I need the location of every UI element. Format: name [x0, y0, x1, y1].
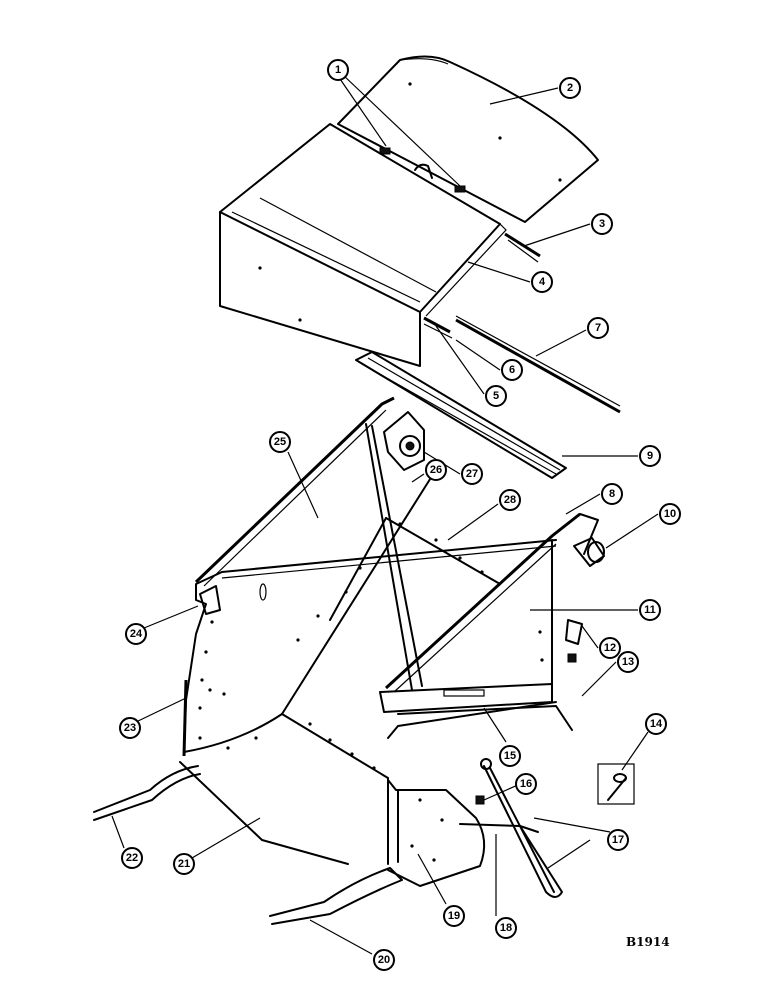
callout-8-label: 8: [609, 488, 615, 500]
callout-6: 6: [501, 359, 523, 381]
skid-part-22: [93, 765, 201, 821]
callout-20-label: 20: [378, 954, 390, 966]
callout-1: 1: [327, 59, 349, 81]
bracket-part-24: [199, 585, 221, 615]
strip-part-5-6: [423, 316, 453, 339]
callout-19-label: 19: [448, 910, 460, 922]
callout-7-label: 7: [595, 322, 601, 334]
fastener-part-16: [475, 795, 485, 805]
callout-23: 23: [119, 717, 141, 739]
callout-2: 2: [559, 77, 581, 99]
rivet-dots: [198, 82, 562, 862]
callout-17: 17: [607, 829, 629, 851]
callout-16-label: 16: [520, 778, 532, 790]
callout-1-label: 1: [335, 64, 341, 76]
strip-part-23: [182, 679, 188, 757]
callout-4: 4: [531, 271, 553, 293]
main-body-part: [179, 396, 599, 887]
callout-19: 19: [443, 905, 465, 927]
callout-10: 10: [659, 503, 681, 525]
callout-28: 28: [499, 489, 521, 511]
callout-13-label: 13: [622, 656, 634, 668]
callout-23-label: 23: [124, 722, 136, 734]
callout-24-label: 24: [130, 628, 143, 640]
figure-id: B1914: [626, 935, 670, 949]
callout-13: 13: [617, 651, 639, 673]
angle-rail-3: [504, 232, 541, 263]
callout-18-label: 18: [500, 922, 512, 934]
callout-17-label: 17: [612, 834, 624, 846]
callout-9-label: 9: [647, 450, 653, 462]
callout-22-label: 22: [126, 852, 138, 864]
callout-11-label: 11: [644, 604, 656, 616]
callout-27: 27: [461, 463, 483, 485]
panel-slot: [259, 583, 267, 601]
callout-28-label: 28: [504, 494, 516, 506]
side-box-part: [219, 123, 507, 367]
callout-24: 24: [125, 623, 147, 645]
callout-21: 21: [173, 853, 195, 875]
skid-part-20: [269, 867, 403, 925]
callout-5: 5: [485, 385, 507, 407]
callout-10-label: 10: [664, 508, 676, 520]
callout-14-label: 14: [650, 718, 663, 730]
callout-4-label: 4: [539, 276, 546, 288]
top-cover-hinges: [379, 147, 466, 193]
callout-25-label: 25: [274, 436, 286, 448]
callout-6-label: 6: [509, 364, 515, 376]
channel-rail-8: [355, 351, 567, 479]
leader-lines: [111, 73, 659, 955]
callout-22: 22: [121, 847, 143, 869]
callout-25: 25: [269, 431, 291, 453]
callout-12-label: 12: [604, 642, 616, 654]
roller-part-10: [573, 537, 605, 567]
callout-3-label: 3: [599, 218, 605, 230]
callout-2-label: 2: [567, 82, 573, 94]
hitch-frame-17: [459, 758, 563, 898]
callout-9: 9: [639, 445, 661, 467]
top-cover-part: [337, 55, 599, 223]
callout-5-label: 5: [493, 390, 499, 402]
bracket-part-12: [565, 619, 583, 663]
callout-15-label: 15: [504, 750, 516, 762]
callout-12: 12: [599, 637, 621, 659]
bearing-part-27: [383, 411, 425, 471]
callout-16: 16: [515, 773, 537, 795]
callout-14: 14: [645, 713, 667, 735]
callout-8: 8: [601, 483, 623, 505]
callout-18: 18: [495, 917, 517, 939]
callout-15: 15: [499, 745, 521, 767]
callout-11: 11: [639, 599, 661, 621]
pin-part-14: [597, 763, 635, 805]
callout-20: 20: [373, 949, 395, 971]
callout-3: 3: [591, 213, 613, 235]
callout-21-label: 21: [178, 858, 190, 870]
callout-7: 7: [587, 317, 609, 339]
callout-27-label: 27: [466, 468, 478, 480]
rod-part-7: [455, 315, 621, 414]
callout-26-label: 26: [430, 464, 442, 476]
callout-26: 26: [425, 459, 447, 481]
